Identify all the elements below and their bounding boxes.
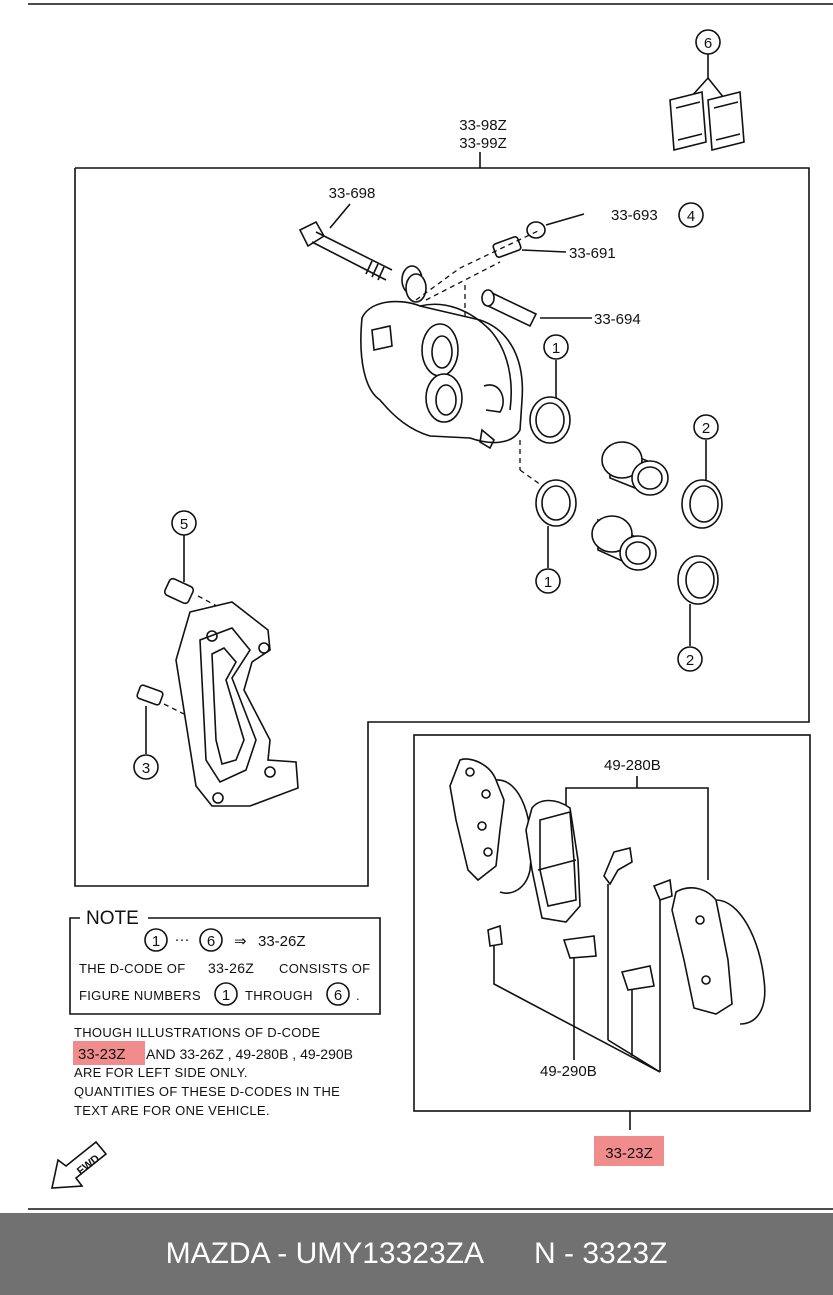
disclaimer: THOUGH ILLUSTRATIONS OF D-CODE 33-23Z AN…	[73, 1025, 353, 1118]
callout-circle-2a	[693, 414, 719, 440]
small-bleeder-icon	[136, 684, 164, 706]
highlight-box-left	[73, 1041, 145, 1065]
footer-brand-part: MAZDA - UMY13323ZA	[165, 1237, 485, 1270]
callout-circle-1b	[535, 568, 561, 594]
fwd-arrow-icon: FWD	[50, 1140, 108, 1189]
note-line2-b: 33-26Z	[208, 960, 254, 976]
bushing-icon	[401, 265, 427, 303]
dust-boot-lower-icon	[677, 555, 719, 605]
callout-number-1b: 1	[544, 574, 552, 591]
plug-icon	[163, 577, 195, 605]
dust-cap-icon	[526, 221, 546, 239]
part-label-assembly-top: 33-98Z	[459, 117, 507, 134]
piston-seal-lower-icon	[535, 479, 577, 527]
callout-number-5: 5	[180, 516, 188, 533]
disclaimer-line5: TEXT ARE FOR ONE VEHICLE.	[74, 1103, 270, 1118]
note-line3-a: FIGURE NUMBERS	[79, 988, 201, 1003]
footer-bar: MAZDA - UMY13323ZA N - 3323Z	[0, 1213, 833, 1295]
callout-number-2b: 2	[686, 652, 694, 669]
note-code: 33-26Z	[258, 933, 306, 950]
note-box: NOTE 1 ··· 6 ⇒ 33-26Z THE D-CODE OF 33-2…	[69, 908, 381, 1015]
note-ellipsis: ···	[175, 931, 190, 948]
dust-boot-upper-icon	[681, 479, 723, 529]
note-line3-n1: 1	[222, 987, 230, 1004]
note-line3-c: .	[356, 988, 360, 1003]
caliper-body-icon	[360, 300, 524, 450]
disclaimer-line1: THOUGH ILLUSTRATIONS OF D-CODE	[74, 1025, 320, 1040]
guide-pin-icon	[481, 289, 538, 328]
note-line2-c: CONSISTS OF	[279, 961, 370, 976]
pad-kit-frame	[413, 734, 811, 1112]
highlight-box-kit	[594, 1136, 664, 1166]
callout-number-6: 6	[704, 35, 712, 52]
backing-plate-outer-icon	[449, 758, 532, 894]
disclaimer-line2-code: 33-23Z	[78, 1046, 126, 1063]
part-label-assembly-bottom: 33-99Z	[459, 135, 507, 152]
brake-pad-inner-icon	[525, 799, 581, 923]
note-line3-b: THROUGH	[245, 988, 313, 1003]
note-ref-to: 6	[207, 933, 215, 950]
brake-pad-outer-icon	[671, 887, 766, 1025]
part-label-kit: 33-23Z	[605, 1145, 653, 1162]
parts-diagram: 6 33-98Z 33-99Z 33-698 33-	[28, 3, 833, 1210]
part-label-cap: 33-693	[611, 207, 658, 224]
note-line3-n2: 6	[334, 987, 342, 1004]
part-label-pads: 49-280B	[604, 757, 661, 774]
callout-6-packets: 6	[669, 29, 745, 152]
callout-number-4: 4	[687, 208, 695, 225]
callout-number-1a: 1	[552, 340, 560, 357]
callout-circle-1a	[543, 334, 569, 360]
note-arrow: ⇒	[234, 933, 247, 950]
callout-circle-3	[133, 754, 159, 780]
guide-bolt-icon	[298, 220, 393, 281]
note-ref-from: 1	[152, 933, 160, 950]
grease-packet-icon	[669, 90, 745, 152]
part-label-bolt: 33-698	[329, 185, 376, 202]
callout-number-3: 3	[142, 760, 150, 777]
bleeder-screw-icon	[492, 236, 522, 258]
part-label-pin: 33-694	[594, 311, 641, 328]
part-label-bleeder: 33-691	[569, 245, 616, 262]
footer-code: N - 3323Z	[534, 1237, 668, 1270]
piston-lower-icon	[591, 515, 657, 571]
disclaimer-line2-rest: AND 33-26Z , 49-280B , 49-290B	[146, 1046, 353, 1062]
callout-circle-4	[678, 202, 704, 228]
disclaimer-line3: ARE FOR LEFT SIDE ONLY.	[74, 1065, 248, 1080]
caliper-bracket-icon	[175, 601, 299, 807]
caliper-assembly-frame	[74, 167, 810, 887]
footer-gap	[484, 1237, 534, 1271]
note-line2-a: THE D-CODE OF	[79, 961, 185, 976]
piston-upper-icon	[601, 441, 669, 496]
disclaimer-line4: QUANTITIES OF THESE D-CODES IN THE	[74, 1084, 340, 1099]
shim-clip-icons	[487, 847, 673, 991]
piston-seal-upper-icon	[529, 396, 571, 444]
callout-circle-2b	[677, 646, 703, 672]
note-title: NOTE	[86, 908, 139, 929]
callout-number-2a: 2	[702, 420, 710, 437]
part-label-shims: 49-290B	[540, 1063, 597, 1080]
